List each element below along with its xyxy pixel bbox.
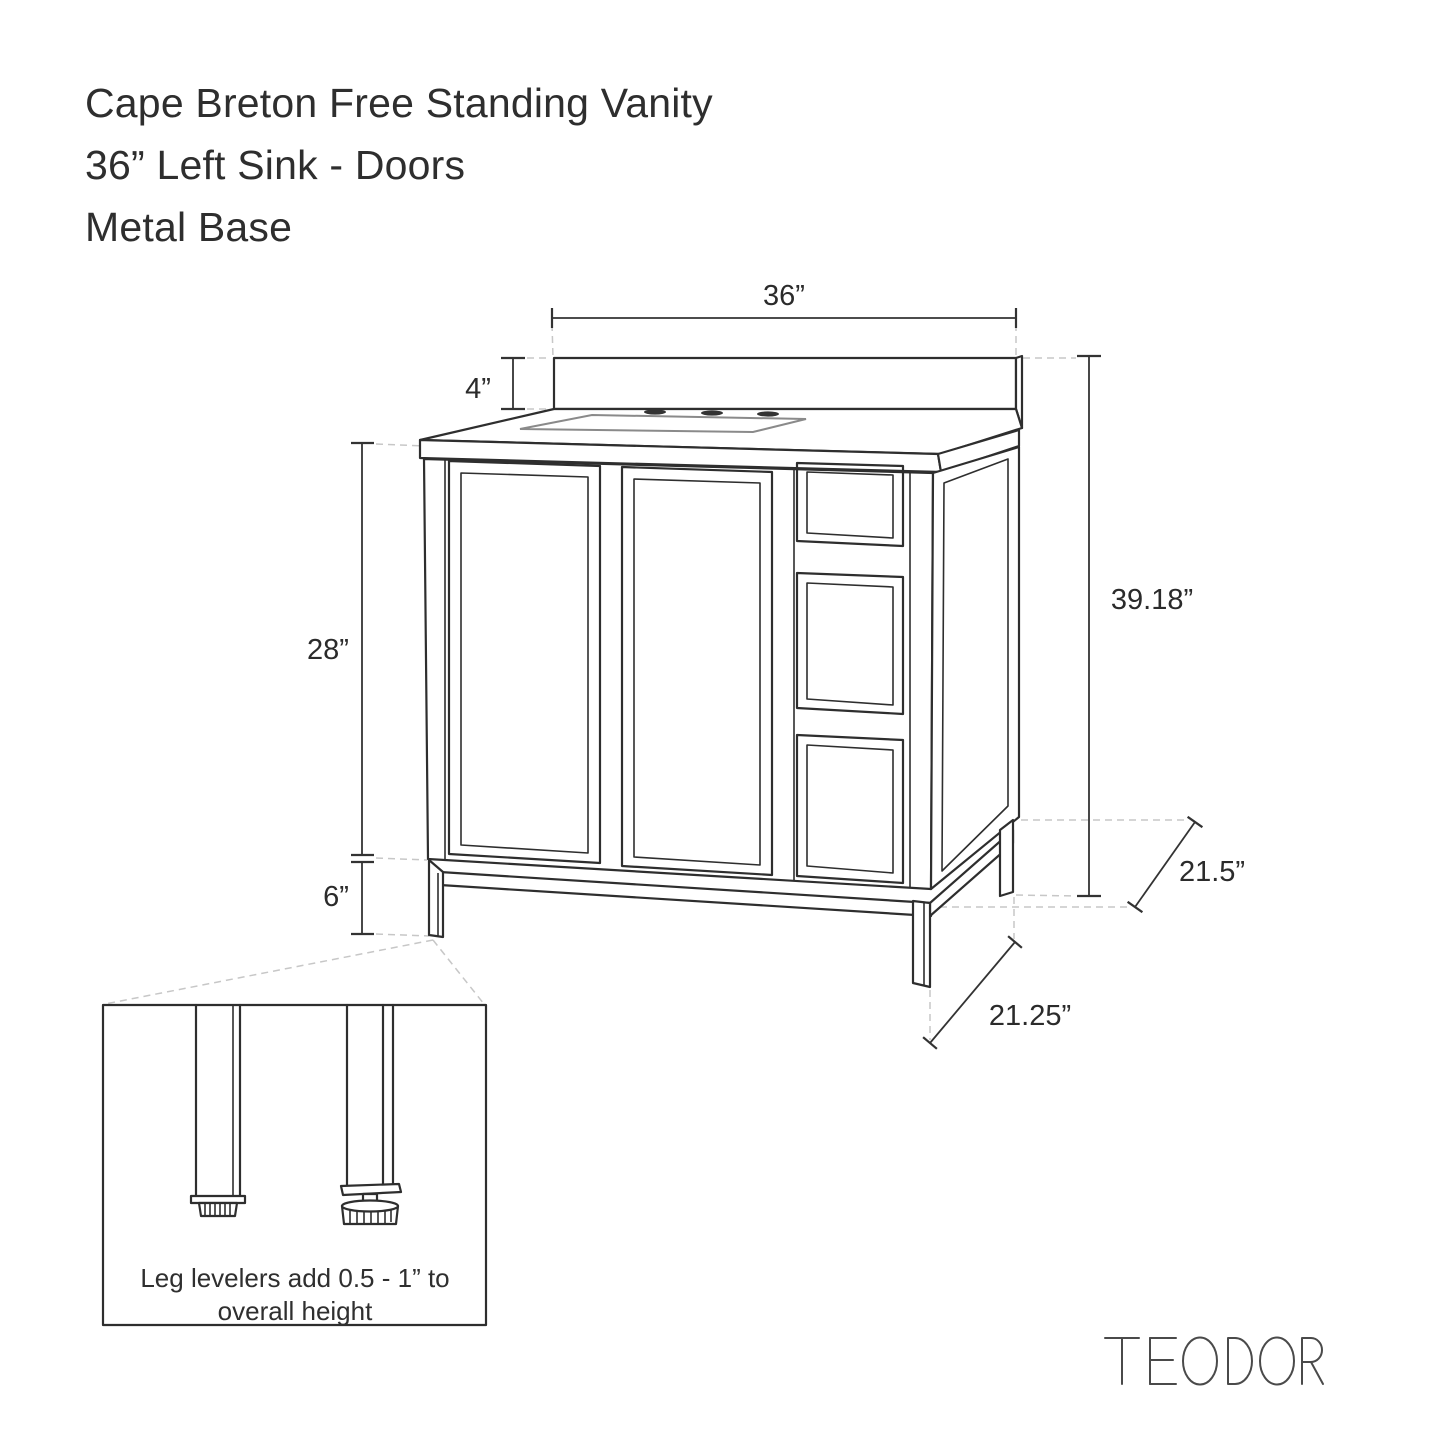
title-line-1: Cape Breton Free Standing Vanity	[85, 80, 713, 126]
door-left	[447, 459, 602, 865]
dim-label-overall-height: 39.18”	[1111, 584, 1193, 616]
dim-label-cabinet-height: 28”	[307, 634, 349, 666]
dimension-overall-height: 39.18”	[1077, 354, 1193, 898]
drawer-bottom	[795, 733, 905, 885]
leg-leveler-detail: Leg levelers add 0.5 - 1” to overall hei…	[101, 1003, 488, 1327]
dimension-annotations: 36” 4” 28” 6”	[307, 280, 1245, 1050]
side-panel	[929, 445, 1021, 891]
dim-label-leg-height: 6”	[323, 881, 349, 913]
detail-leg-left	[189, 1003, 247, 1218]
door-right	[620, 465, 774, 877]
dimension-leg-height: 6”	[323, 862, 374, 936]
dimension-side-depth: 21.5”	[1126, 815, 1245, 914]
dashed-extension-lines	[104, 323, 1188, 1040]
sink-cutout	[519, 413, 807, 434]
dimension-top-width: 36”	[550, 280, 1018, 328]
teodor-logo	[1104, 1336, 1324, 1386]
dim-label-side-depth: 21.5”	[1179, 856, 1245, 888]
dimension-cabinet-height: 28”	[307, 441, 374, 864]
drawer-middle	[795, 571, 905, 716]
leg-front-right	[911, 899, 932, 989]
faucet-holes	[644, 409, 779, 417]
dim-label-base-depth: 21.25”	[989, 1000, 1071, 1032]
dimension-base-depth: 21.25”	[922, 935, 1071, 1050]
metal-base	[427, 818, 1015, 989]
vanity-drawing	[418, 354, 1024, 989]
drawer-top	[795, 461, 905, 548]
leg-front-left	[427, 858, 445, 939]
title-block: Cape Breton Free Standing Vanity 36” Lef…	[85, 72, 713, 258]
detail-note-line-2: overall height	[218, 1296, 373, 1326]
detail-note-line-1: Leg levelers add 0.5 - 1” to	[140, 1263, 449, 1293]
dim-label-top-width: 36”	[763, 280, 805, 312]
title-line-3: Metal Base	[85, 204, 293, 250]
leg-rear-right	[998, 818, 1015, 898]
title-line-2: 36” Left Sink - Doors	[85, 142, 466, 188]
cabinet-front	[422, 457, 935, 891]
dim-label-backsplash-height: 4”	[465, 373, 491, 405]
detail-leg-right	[339, 1003, 403, 1226]
dimension-backsplash-height: 4”	[465, 356, 525, 411]
